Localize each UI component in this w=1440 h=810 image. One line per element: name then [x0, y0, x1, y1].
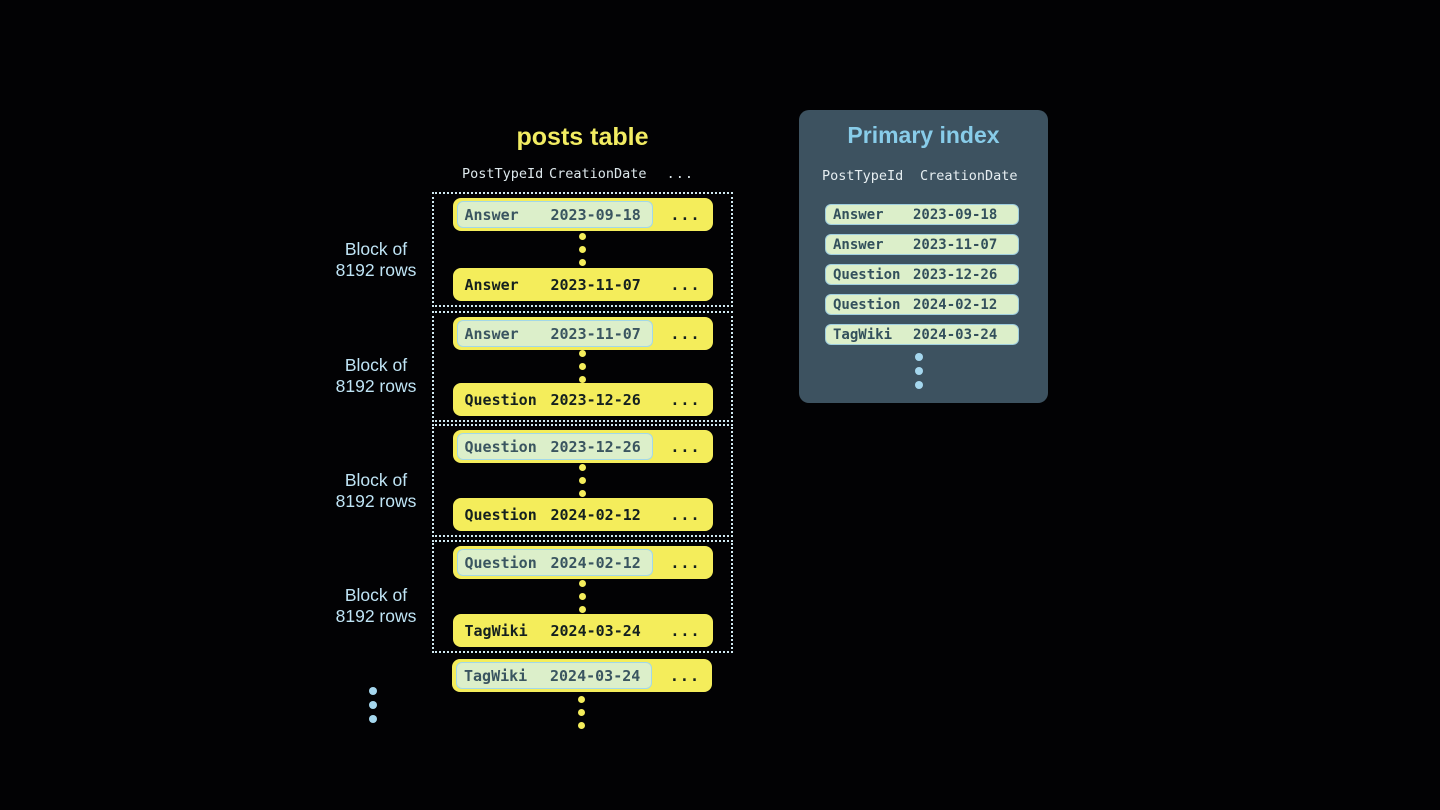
column-header-creationdate: CreationDate: [549, 166, 647, 182]
index-creationdate: 2024-03-24: [913, 326, 998, 343]
row-posttypeid: Answer: [464, 205, 519, 224]
index-entry: TagWiki 2024-03-24: [825, 324, 1019, 345]
row-more-columns: ...: [670, 390, 701, 409]
primary-index-column-headers: PostTypeId CreationDate: [822, 168, 1018, 184]
block-0-label: Block of 8192 rows: [335, 239, 417, 280]
posts-table-column-headers: PostTypeId CreationDate ...: [452, 166, 712, 182]
row-posttypeid: TagWiki: [464, 666, 528, 685]
row-posttypeid: Question: [464, 553, 537, 572]
table-row: Question 2023-12-26 ...: [452, 430, 713, 463]
more-index-entries-dots-icon: [915, 353, 923, 389]
block-3: Question 2024-02-12 ... TagWiki 2024-03-…: [432, 540, 733, 653]
primary-index-rows: Answer 2023-09-18 Answer 2023-11-07 Ques…: [825, 204, 1019, 345]
row-posttypeid: Answer: [464, 275, 519, 294]
table-row: Question 2024-02-12 ...: [452, 498, 713, 531]
ellipsis-dots-icon: [579, 350, 586, 383]
primary-index-panel: Primary index PostTypeId CreationDate An…: [799, 110, 1048, 403]
row-more-columns: ...: [669, 666, 700, 685]
index-creationdate: 2023-09-18: [913, 206, 998, 223]
table-row: Answer 2023-11-07 ...: [452, 317, 713, 350]
more-rows-dots-icon: [578, 696, 585, 729]
ellipsis-dots-icon: [579, 464, 586, 497]
table-row: Answer 2023-11-07 ...: [452, 268, 713, 301]
indexed-entry: Answer 2023-09-18: [456, 201, 653, 228]
row-creationdate: 2023-11-07: [550, 275, 641, 294]
row-creationdate: 2023-12-26: [550, 437, 641, 456]
index-entry: Answer 2023-11-07: [825, 234, 1019, 255]
row-creationdate: 2024-03-24: [550, 621, 641, 640]
block-3-label: Block of 8192 rows: [335, 585, 417, 626]
block-2-label: Block of 8192 rows: [335, 470, 417, 511]
row-more-columns: ...: [670, 437, 701, 456]
row-posttypeid: Question: [464, 505, 537, 524]
row-entry: Question 2023-12-26: [457, 386, 653, 413]
posts-table-title: posts table: [516, 123, 649, 151]
index-entry: Answer 2023-09-18: [825, 204, 1019, 225]
index-posttypeid: Answer: [833, 236, 884, 253]
index-creationdate: 2023-11-07: [913, 236, 998, 253]
indexed-entry: Question 2023-12-26: [456, 433, 653, 460]
row-creationdate: 2024-02-12: [550, 505, 641, 524]
row-creationdate: 2024-03-24: [550, 666, 641, 685]
index-creationdate: 2024-02-12: [913, 296, 998, 313]
more-blocks-dots-icon: [369, 687, 377, 723]
table-row: Answer 2023-09-18 ...: [452, 198, 713, 231]
row-more-columns: ...: [670, 324, 701, 343]
column-header-more: ...: [666, 166, 694, 182]
row-more-columns: ...: [670, 505, 701, 524]
row-entry: TagWiki 2024-03-24: [457, 617, 653, 644]
table-row: Question 2023-12-26 ...: [452, 383, 713, 416]
ellipsis-dots-icon: [579, 580, 586, 613]
indexed-entry: TagWiki 2024-03-24: [456, 662, 652, 689]
indexed-entry: Question 2024-02-12: [456, 549, 653, 576]
row-more-columns: ...: [670, 621, 701, 640]
row-posttypeid: Question: [464, 390, 537, 409]
row-creationdate: 2023-12-26: [550, 390, 641, 409]
index-creationdate: 2023-12-26: [913, 266, 998, 283]
row-more-columns: ...: [670, 553, 701, 572]
column-header-creationdate: CreationDate: [920, 168, 1018, 184]
table-row: Question 2024-02-12 ...: [452, 546, 713, 579]
index-posttypeid: Question: [833, 266, 901, 283]
index-entry: Question 2024-02-12: [825, 294, 1019, 315]
row-more-columns: ...: [670, 205, 701, 224]
row-creationdate: 2023-11-07: [550, 324, 641, 343]
index-posttypeid: Question: [833, 296, 901, 313]
block-1: Answer 2023-11-07 ... Question 2023-12-2…: [432, 311, 733, 422]
index-posttypeid: TagWiki: [833, 326, 893, 343]
primary-index-title: Primary index: [847, 122, 1000, 148]
table-row-overflow: TagWiki 2024-03-24 ...: [452, 659, 712, 692]
row-entry: Answer 2023-11-07: [457, 271, 653, 298]
block-2: Question 2023-12-26 ... Question 2024-02…: [432, 424, 733, 537]
row-entry: Question 2024-02-12: [457, 501, 653, 528]
row-creationdate: 2023-09-18: [550, 205, 641, 224]
row-more-columns: ...: [670, 275, 701, 294]
block-1-label: Block of 8192 rows: [335, 355, 417, 396]
row-posttypeid: Answer: [464, 324, 519, 343]
index-posttypeid: Answer: [833, 206, 884, 223]
table-row: TagWiki 2024-03-24 ...: [452, 614, 713, 647]
row-creationdate: 2024-02-12: [550, 553, 641, 572]
indexed-entry: Answer 2023-11-07: [456, 320, 653, 347]
column-header-posttypeid: PostTypeId: [462, 166, 544, 182]
column-header-posttypeid: PostTypeId: [822, 168, 904, 184]
block-0: Answer 2023-09-18 ... Answer 2023-11-07 …: [432, 192, 733, 307]
ellipsis-dots-icon: [579, 233, 586, 266]
index-entry: Question 2023-12-26: [825, 264, 1019, 285]
row-posttypeid: TagWiki: [464, 621, 528, 640]
row-posttypeid: Question: [464, 437, 537, 456]
